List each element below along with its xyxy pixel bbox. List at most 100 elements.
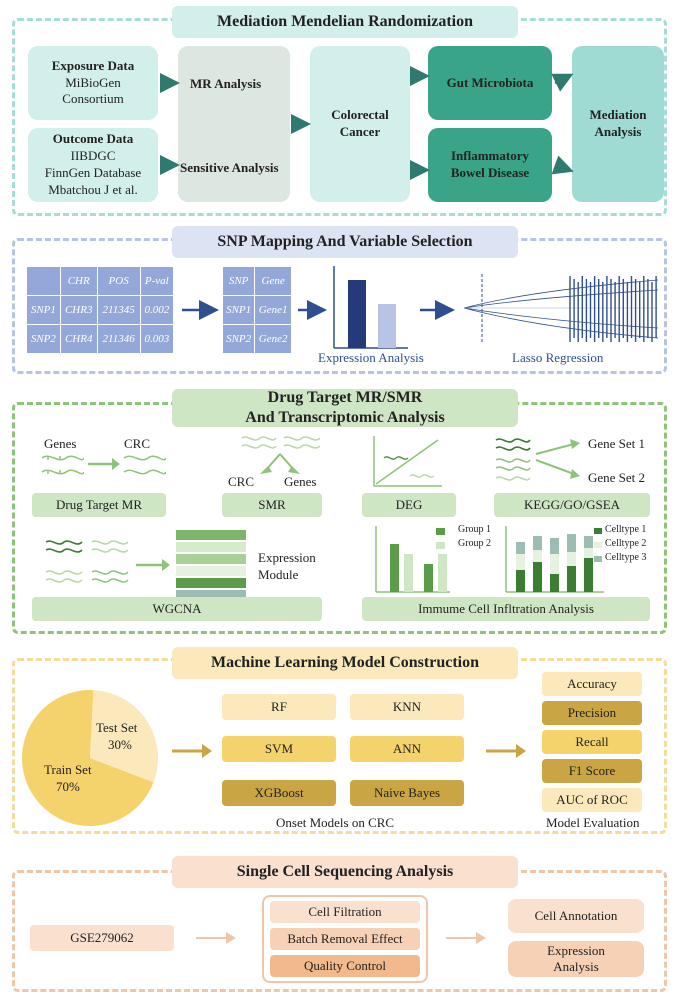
- mr-analysis-label: MR Analysis: [190, 76, 262, 91]
- celltype-stack-segment: [567, 534, 576, 552]
- model-xgboost: XGBoost: [222, 780, 336, 806]
- celltype-stack-segment: [516, 570, 525, 592]
- table-cell: 0.002: [139, 295, 175, 325]
- celltype-stack-segment: [584, 558, 593, 592]
- qc-steps-frame: [262, 895, 428, 983]
- exposure-line: MiBioGen: [65, 74, 121, 90]
- section2-arrows: [182, 300, 455, 320]
- step-batch-removal: Batch Removal Effect: [270, 928, 420, 950]
- module-bar: [176, 590, 246, 600]
- drug-title-line2: And Transcriptomic Analysis: [245, 409, 445, 426]
- arrow-icon: [196, 932, 236, 944]
- outcome-data-box: Outcome Data IIBDGC FinnGen Database Mba…: [28, 128, 158, 202]
- wgcna-expression-label: Expression: [258, 550, 316, 565]
- celltype-stack-segment: [516, 554, 525, 570]
- mediation-label: Mediation Analysis: [589, 107, 647, 139]
- drug-title-line1: Drug Target MR/SMR: [267, 389, 423, 406]
- arrow-icon: [172, 744, 212, 758]
- pie-slice-test: [90, 690, 158, 783]
- celltype-stack-segment: [550, 574, 559, 592]
- train-set-label: Train Set: [44, 762, 92, 777]
- celltype-2-label: Celltype 2: [605, 538, 647, 549]
- smr-label: SMR: [222, 493, 322, 517]
- celltype-stack-segment: [550, 538, 559, 554]
- table-cell: CHR4: [59, 324, 98, 354]
- train-set-pct: 70%: [56, 779, 80, 794]
- drug-target-mr-label: Drug Target MR: [32, 493, 166, 517]
- table-cell: Gene2: [254, 324, 292, 354]
- celltype-3-label: Celltype 3: [605, 552, 647, 563]
- mr-analysis-panel: [178, 46, 290, 202]
- ibd-box: Inflammatory Bowel Disease: [428, 128, 552, 202]
- celltype-stack-segment: [533, 562, 542, 592]
- celltype-stack-segment: [584, 548, 593, 558]
- metric-accuracy: Accuracy: [542, 672, 642, 696]
- outcome-line: IIBDGC: [70, 148, 116, 164]
- ibd-label: Inflammatory Bowel Disease: [450, 148, 530, 180]
- metric-precision: Precision: [542, 701, 642, 725]
- drug-crc-label: CRC: [124, 436, 151, 451]
- expression-analysis-label: Expression Analysis: [318, 350, 424, 365]
- colorectal-cancer-box: Colorectal Cancer: [310, 46, 410, 202]
- cell-annotation-box: Cell Annotation: [508, 899, 644, 933]
- drug-genes-label: Genes: [44, 436, 77, 451]
- deg-label: DEG: [362, 493, 456, 517]
- expression-analysis-text: Expression Analysis: [547, 943, 605, 974]
- kegg-diagram: [495, 438, 580, 481]
- arrow-icon: [446, 932, 486, 944]
- expression-bar: [348, 280, 366, 348]
- table-cell: CHR3: [59, 295, 98, 325]
- wgcna-dna-icons: [45, 540, 129, 583]
- model-ann: ANN: [350, 736, 464, 762]
- section-mediation-title: Mediation Mendelian Randomization: [172, 6, 518, 38]
- immune-celltype-bar-plot: [505, 526, 604, 593]
- celltype-stack-segment: [567, 566, 576, 592]
- metric-recall: Recall: [542, 730, 642, 754]
- smr-crc-label: CRC: [228, 474, 255, 489]
- celltype-stack-segment: [533, 550, 542, 562]
- section-single-cell-title: Single Cell Sequencing Analysis: [172, 856, 518, 888]
- exposure-data-box: Exposure Data MiBioGen Consortium: [28, 46, 158, 120]
- exposure-data-title: Exposure Data: [51, 57, 135, 73]
- immune-group-bar-plot: [375, 526, 450, 593]
- table-cell: 0.003: [139, 324, 175, 354]
- table-cell: Gene1: [254, 295, 292, 325]
- celltype-legend-swatches: [594, 528, 602, 562]
- outcome-line: FinnGen Database: [44, 165, 142, 180]
- celltype-1-label: Celltype 1: [605, 524, 647, 535]
- exposure-line: Consortium: [62, 91, 124, 107]
- model-svm: SVM: [222, 736, 336, 762]
- expression-analysis-box: Expression Analysis: [508, 941, 644, 977]
- section1-arrows: [160, 66, 574, 180]
- mediation-analysis-box: Mediation Analysis: [572, 46, 664, 202]
- lasso-regression-label: Lasso Regression: [512, 350, 604, 365]
- module-bar: [176, 554, 246, 564]
- group-1-label: Group 1: [458, 524, 492, 535]
- table-header: Gene: [254, 266, 292, 296]
- table-cell: 211345: [96, 295, 141, 325]
- celltype-stack-segment: [550, 554, 559, 574]
- metric-auc: AUC of ROC: [542, 788, 642, 812]
- gut-label: Gut Microbiota: [446, 74, 534, 90]
- table-header: SNP: [221, 266, 256, 296]
- metrics-caption: Model Evaluation: [546, 815, 640, 830]
- module-bar: [176, 566, 246, 576]
- model-knn: KNN: [350, 694, 464, 720]
- crc-label: Colorectal Cancer: [331, 107, 389, 139]
- model-naive-bayes: Naive Bayes: [350, 780, 464, 806]
- module-bar: [176, 530, 246, 540]
- smr-diagram: [241, 436, 321, 474]
- test-set-label: Test Set: [96, 720, 138, 735]
- test-set-pct: 30%: [108, 737, 132, 752]
- outcome-data-title: Outcome Data: [52, 131, 134, 147]
- arrow-icon: [136, 559, 170, 571]
- table-cell: SNP1: [221, 295, 256, 325]
- module-bar: [176, 542, 246, 552]
- table-cell: SNP2: [221, 324, 256, 354]
- expression-bar-plot: [333, 266, 408, 349]
- smr-genes-label: Genes: [284, 474, 317, 489]
- step-quality-control: Quality Control: [270, 955, 420, 977]
- gene-set-2-label: Gene Set 2: [588, 470, 646, 485]
- table-header: P-val: [139, 266, 175, 296]
